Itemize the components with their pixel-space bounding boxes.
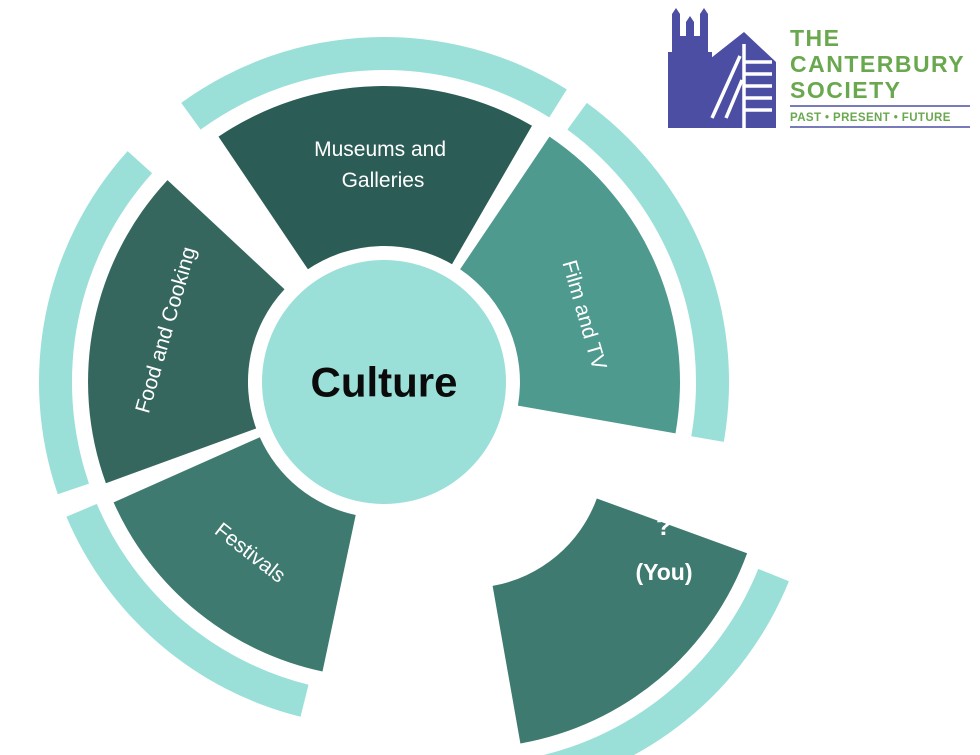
outer-ring-right xyxy=(567,102,730,442)
outer-ring-top xyxy=(181,36,567,130)
segment-you xyxy=(492,498,748,744)
logo-title-line-3: SOCIETY xyxy=(790,77,901,103)
center-label: Culture xyxy=(311,359,458,406)
you-question-mark: ? xyxy=(656,511,672,541)
segment-museums-and-galleries xyxy=(218,86,532,270)
you-label: (You) xyxy=(635,559,692,585)
logo-title-line-1: THE xyxy=(790,25,841,51)
center-circle xyxy=(262,260,506,504)
segment-food-and-cooking xyxy=(88,180,285,484)
segments xyxy=(88,86,748,744)
outer-ring-bottom xyxy=(66,503,309,717)
outer-ring-you xyxy=(543,568,789,755)
logo-title-line-2: CANTERBURY xyxy=(790,51,965,77)
logo-tagline: PAST • PRESENT • FUTURE xyxy=(790,112,951,124)
outer-ring xyxy=(38,36,789,755)
cathedral-building-icon xyxy=(664,6,776,130)
segment-film-and-tv xyxy=(460,136,680,434)
segment-festivals xyxy=(113,437,356,672)
museums-label: Museums and Galleries xyxy=(314,138,452,192)
museums-label-line-1: Museums and xyxy=(314,138,446,161)
museums-label-line-2: Galleries xyxy=(342,169,425,192)
canterbury-society-logo: THE CANTERBURY SOCIETY PAST • PRESENT • … xyxy=(664,6,970,130)
outer-ring-left xyxy=(38,151,153,495)
